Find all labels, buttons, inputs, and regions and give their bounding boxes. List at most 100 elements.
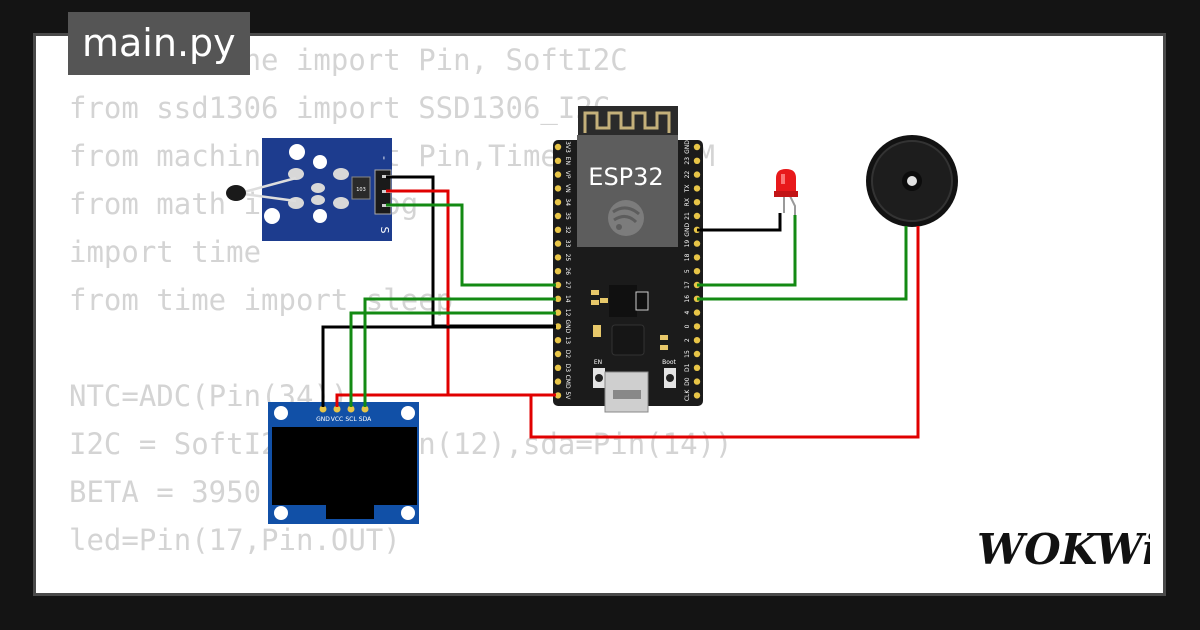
pin-label: 0 <box>684 324 691 328</box>
pin-icon[interactable] <box>554 350 562 358</box>
pin-label: GND <box>684 140 691 154</box>
pin-label: 19 <box>684 240 691 248</box>
pin-icon[interactable] <box>693 337 701 344</box>
pin-icon[interactable] <box>693 254 701 261</box>
oled-pin-label: SCL <box>345 416 357 423</box>
pin-icon[interactable] <box>554 268 562 275</box>
esp32-left-pin-header: 3V3ENVPVN343532332526271412GND13D2D3CMD5… <box>554 141 571 400</box>
pin-icon[interactable] <box>693 364 701 371</box>
wire-oled-sda[interactable] <box>363 297 556 407</box>
pin-icon[interactable] <box>554 392 562 399</box>
antenna-area <box>578 106 678 136</box>
code-line: I2C = SoftI2C(scl=Pin(12),sda=Pin(14)) <box>69 427 733 461</box>
file-tab[interactable]: main.py <box>68 12 250 75</box>
smd-component-icon <box>600 298 608 303</box>
regulator-tab <box>635 291 649 311</box>
en-button[interactable] <box>595 374 603 382</box>
oled-pin-label: SDA <box>359 416 372 423</box>
pin-label: 12 <box>564 309 571 317</box>
mount-hole-icon <box>264 208 280 224</box>
wire-oled-scl[interactable] <box>349 311 556 407</box>
pin-label: 14 <box>564 295 571 303</box>
pin-label: CMD <box>564 375 571 389</box>
solder-pad-icon <box>333 168 349 180</box>
pin-icon[interactable] <box>693 378 701 385</box>
pin-icon[interactable] <box>361 405 369 413</box>
pin-icon[interactable] <box>693 171 701 178</box>
pin-label: 17 <box>684 281 691 289</box>
pin-label: 26 <box>564 267 571 275</box>
pin-icon[interactable] <box>693 268 701 275</box>
wire-ntc-vcc[interactable] <box>386 189 556 397</box>
pin-icon[interactable] <box>347 405 355 413</box>
pin-label: 33 <box>564 240 571 248</box>
pin-icon[interactable] <box>554 295 562 302</box>
pin-icon[interactable] <box>693 309 701 316</box>
pin-icon[interactable] <box>554 226 562 233</box>
red-led[interactable] <box>774 169 798 215</box>
pin-label: D3 <box>564 364 571 373</box>
pin-icon[interactable] <box>319 405 327 413</box>
esp32-label: ESP32 <box>588 163 663 191</box>
usb-port-icon <box>613 390 641 399</box>
pin-icon[interactable] <box>554 337 562 344</box>
pin-icon[interactable] <box>693 392 701 399</box>
pin-label: RX <box>684 198 691 206</box>
pin-icon[interactable] <box>693 240 701 247</box>
pin-icon[interactable] <box>554 199 562 206</box>
pin-icon[interactable] <box>554 212 562 220</box>
wire-led-signal[interactable] <box>697 215 797 287</box>
pin-icon[interactable] <box>554 323 562 330</box>
pin-icon[interactable] <box>693 185 701 192</box>
led-body-icon <box>776 169 796 192</box>
pin-label: 21 <box>684 212 691 220</box>
boot-label: Boot <box>662 359 676 366</box>
pin-icon[interactable] <box>693 323 701 330</box>
pin-icon[interactable] <box>554 240 562 247</box>
wire-buzzer-vcc[interactable] <box>529 226 920 439</box>
pin-icon[interactable] <box>554 364 562 371</box>
mount-hole-icon <box>313 155 327 169</box>
pin-label: VN <box>564 184 571 193</box>
smd-component-icon <box>591 300 599 305</box>
wire-ntc-signal[interactable] <box>386 203 556 287</box>
pin-label: 22 <box>684 171 691 179</box>
wire-buzzer-signal[interactable] <box>697 226 908 301</box>
usb-uart-chip <box>611 324 645 356</box>
pin-icon[interactable] <box>554 309 562 316</box>
pin-icon[interactable] <box>554 378 562 385</box>
wire-oled-vcc[interactable] <box>335 393 556 407</box>
pin-icon[interactable] <box>693 350 701 358</box>
wire-ntc-gnd[interactable] <box>386 175 556 328</box>
boot-button[interactable] <box>666 374 674 382</box>
code-line: from ssd1306 import SSD1306_I2C <box>69 91 611 125</box>
wire-oled-gnd[interactable] <box>321 325 556 407</box>
s-pin-label: S <box>378 227 391 234</box>
pin-icon[interactable] <box>554 281 562 289</box>
pin-icon[interactable] <box>554 254 562 261</box>
pin-icon[interactable] <box>693 212 701 220</box>
pin-icon[interactable] <box>693 199 701 206</box>
pin-icon[interactable] <box>333 405 341 413</box>
pin-icon[interactable] <box>554 143 562 151</box>
esp32-board[interactable]: ESP32 EN Boot 3V3ENVPVN34353233252627141… <box>553 106 703 413</box>
pin-label: 35 <box>564 212 571 220</box>
pin-icon[interactable] <box>554 185 562 192</box>
buzzer[interactable] <box>866 135 958 227</box>
led-highlight <box>781 174 785 184</box>
pin-icon[interactable] <box>554 171 562 178</box>
led-rim <box>774 191 798 197</box>
pin-label: 16 <box>684 295 691 303</box>
smd-component-icon <box>660 345 668 350</box>
code-line: led=Pin(17,Pin.OUT) <box>69 523 401 557</box>
ntc-sensor-module[interactable]: 103 - S <box>226 138 392 241</box>
mount-hole-icon <box>313 209 327 223</box>
pin-icon[interactable] <box>693 143 701 151</box>
pin-icon[interactable] <box>693 157 701 164</box>
wire-led-gnd[interactable] <box>697 213 782 232</box>
code-line: BETA = 3950 <box>69 475 262 509</box>
pin-icon[interactable] <box>554 157 562 164</box>
